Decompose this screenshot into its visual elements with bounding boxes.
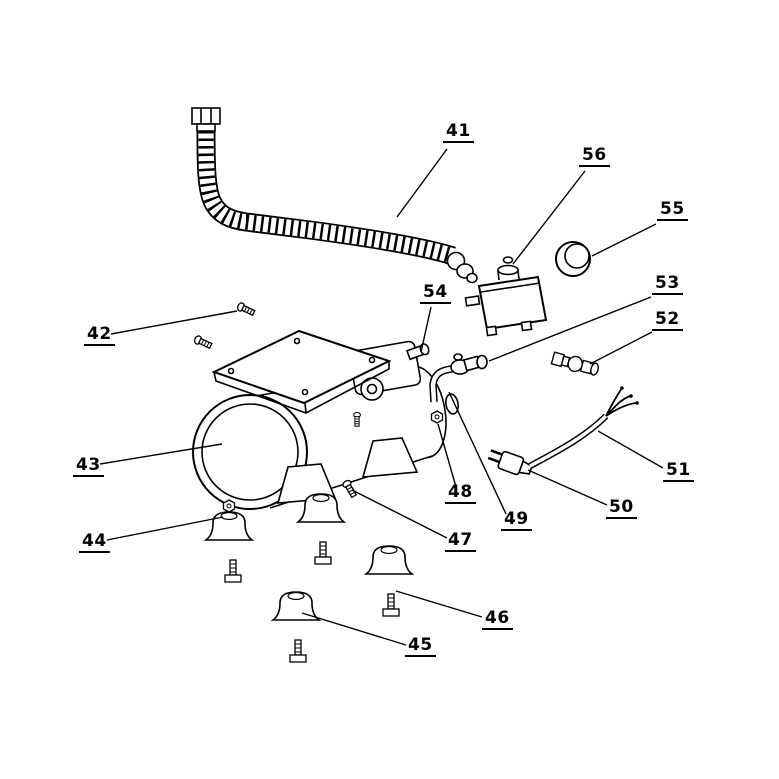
leader-45 xyxy=(301,612,407,646)
part-label-45: 45 xyxy=(405,636,436,657)
coiled-hose xyxy=(191,107,478,284)
leader-52 xyxy=(589,331,653,365)
pressure-switch xyxy=(464,256,548,337)
leader-47 xyxy=(351,489,448,539)
leader-48 xyxy=(437,423,457,488)
part-label-52: 52 xyxy=(652,310,683,331)
leader-50 xyxy=(527,469,608,506)
leader-lines xyxy=(99,148,664,646)
mounting-plate xyxy=(211,329,392,414)
part-label-55: 55 xyxy=(657,200,688,221)
leader-46 xyxy=(395,590,483,618)
leader-43 xyxy=(99,443,223,465)
part-label-51: 51 xyxy=(663,461,694,482)
part-label-41: 41 xyxy=(443,122,474,143)
part-label-46: 46 xyxy=(482,609,513,630)
part-label-53: 53 xyxy=(652,274,683,295)
part-label-49: 49 xyxy=(501,510,532,531)
leader-56 xyxy=(512,170,586,265)
elbow-and-tube xyxy=(429,353,488,424)
leader-42 xyxy=(110,310,238,335)
part-label-42: 42 xyxy=(84,325,115,346)
quick-coupler xyxy=(550,351,599,376)
part-label-50: 50 xyxy=(606,498,637,519)
foot-brackets xyxy=(276,437,419,504)
leader-41 xyxy=(396,148,448,218)
leader-54 xyxy=(420,306,432,353)
leader-44 xyxy=(106,516,224,541)
fitting-54 xyxy=(405,343,430,361)
leader-55 xyxy=(591,223,657,257)
part-label-56: 56 xyxy=(579,146,610,167)
part-label-47: 47 xyxy=(445,531,476,552)
power-cord xyxy=(487,386,639,476)
part-label-43: 43 xyxy=(73,456,104,477)
leader-49 xyxy=(448,391,507,515)
leader-53 xyxy=(488,296,652,362)
part-label-48: 48 xyxy=(445,483,476,504)
part-label-54: 54 xyxy=(420,283,451,304)
part-label-44: 44 xyxy=(79,532,110,553)
round-cap xyxy=(555,241,591,277)
leader-51 xyxy=(597,430,664,469)
